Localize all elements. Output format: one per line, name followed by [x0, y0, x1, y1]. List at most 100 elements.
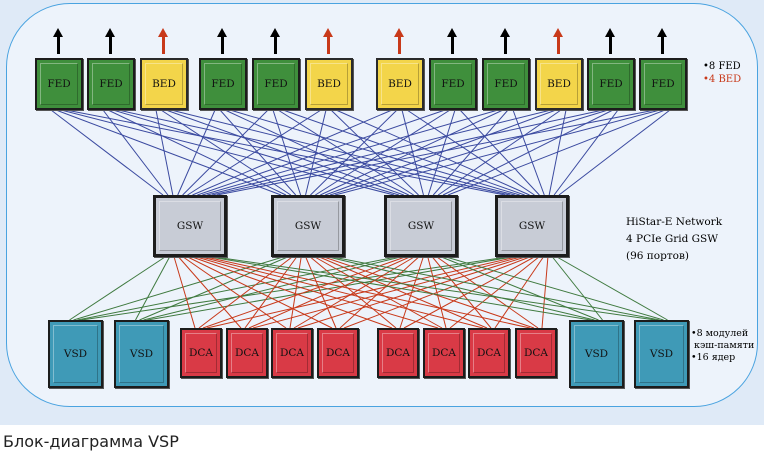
link-top-11-gsw-1 — [334, 109, 661, 196]
link-vsd-11-gsw-1 — [332, 256, 660, 321]
fed-node-label: FED — [47, 78, 71, 90]
gsw-switch-node-label: GSW — [407, 220, 435, 232]
legend-bed-count: •4 BED — [703, 74, 742, 85]
network-switches: 4 PCIe Grid GSW — [626, 233, 719, 245]
link-top-4-gsw-0 — [182, 109, 269, 196]
link-top-10-gsw-1 — [329, 109, 609, 196]
link-top-1-gsw-2 — [112, 109, 400, 196]
link-dca-7-gsw-0 — [196, 256, 439, 329]
gsw-switch-node-label: GSW — [518, 220, 546, 232]
dca-node: DCA — [271, 328, 313, 378]
link-dca-2-gsw-3 — [206, 256, 517, 329]
link-dca-6-gsw-3 — [403, 256, 535, 329]
fed-node-label: FED — [651, 78, 675, 90]
link-dca-9-gsw-1 — [323, 256, 535, 329]
gsw-switch-node: GSW — [495, 195, 569, 257]
dca-node-label: DCA — [385, 347, 411, 359]
link-vsd-0-gsw-1 — [73, 256, 284, 321]
link-dca-2-gsw-2 — [202, 256, 406, 329]
network-ports: (96 портов) — [626, 250, 689, 262]
bed-node-label: BED — [152, 78, 176, 90]
vsd-node-label: VSD — [129, 348, 154, 360]
link-vsd-0-gsw-0 — [69, 256, 166, 321]
bed-uplink-arrow-icon — [394, 28, 404, 58]
link-top-7-gsw-1 — [315, 109, 451, 196]
link-dca-9-gsw-0 — [205, 256, 531, 329]
bed-node-label: BED — [388, 78, 412, 90]
legend-fed-count: •8 FED — [703, 61, 741, 72]
link-vsd-10-gsw-2 — [441, 256, 599, 321]
link-dca-4-gsw-0 — [182, 256, 287, 329]
link-vsd-11-gsw-2 — [445, 256, 664, 321]
link-top-8-gsw-0 — [202, 109, 499, 196]
bottom-legend: •8 модулей кэш-памяти •16 ядер — [691, 328, 754, 364]
vsd-node: VSD — [114, 320, 169, 388]
dca-node-label: DCA — [476, 347, 502, 359]
link-dca-5-gsw-1 — [305, 256, 337, 329]
fed-node: FED — [87, 58, 135, 110]
fed-node-label: FED — [441, 78, 465, 90]
link-top-0-gsw-1 — [55, 109, 282, 196]
dca-node-label: DCA — [523, 347, 549, 359]
link-vsd-10-gsw-1 — [328, 256, 595, 321]
vsd-node-label: VSD — [649, 348, 674, 360]
link-top-3-gsw-0 — [177, 109, 216, 196]
fed-uplink-arrow-icon — [53, 28, 63, 58]
link-top-7-gsw-0 — [197, 109, 446, 196]
fed-node-label: FED — [211, 78, 235, 90]
link-dca-2-gsw-1 — [198, 256, 293, 329]
vsd-node: VSD — [48, 320, 103, 388]
fed-node: FED — [252, 58, 300, 110]
fed-node: FED — [429, 58, 477, 110]
link-top-9-gsw-1 — [325, 109, 557, 196]
dca-node: DCA — [180, 328, 222, 378]
link-top-3-gsw-1 — [219, 109, 297, 196]
link-dca-5-gsw-0 — [187, 256, 333, 329]
link-dca-3-gsw-2 — [248, 256, 410, 329]
link-top-9-gsw-2 — [437, 109, 562, 196]
link-dca-6-gsw-0 — [192, 256, 393, 329]
legend-cores: •16 ядер — [691, 352, 736, 363]
link-top-5-gsw-1 — [305, 109, 327, 196]
fed-uplink-arrow-icon — [605, 28, 615, 58]
fed-uplink-arrow-icon — [217, 28, 227, 58]
bed-node: BED — [305, 58, 353, 110]
vsd-node-label: VSD — [63, 348, 88, 360]
link-dca-7-gsw-3 — [449, 256, 540, 329]
link-dca-8-gsw-0 — [201, 256, 484, 329]
bed-node-label: BED — [547, 78, 571, 90]
link-top-6-gsw-1 — [310, 109, 398, 196]
fed-node: FED — [482, 58, 530, 110]
fed-node-label: FED — [99, 78, 123, 90]
diagram-background: FED FED BED FED FED BED BED FED FED BED FED FED GSW G… — [0, 0, 764, 425]
fed-node-label: FED — [264, 78, 288, 90]
gsw-switch-node: GSW — [384, 195, 458, 257]
link-dca-3-gsw-3 — [252, 256, 521, 329]
diagram-caption: Блок-диаграмма VSP — [3, 432, 179, 451]
link-dca-3-gsw-1 — [244, 256, 298, 329]
fed-node: FED — [35, 58, 83, 110]
legend-cache-modules: •8 модулей — [691, 328, 749, 339]
bed-node: BED — [535, 58, 583, 110]
link-dca-7-gsw-2 — [427, 256, 447, 329]
fed-node-label: FED — [599, 78, 623, 90]
link-vsd-1-gsw-0 — [135, 256, 170, 321]
link-top-11-gsw-2 — [447, 109, 666, 196]
gsw-switch-node: GSW — [153, 195, 227, 257]
link-vsd-1-gsw-3 — [147, 256, 512, 321]
fed-node: FED — [199, 58, 247, 110]
legend-cache-modules-cont: кэш-памяти — [691, 340, 755, 351]
dca-node: DCA — [468, 328, 510, 378]
link-top-5-gsw-3 — [335, 109, 530, 196]
bed-node: BED — [376, 58, 424, 110]
fed-node-label: FED — [494, 78, 518, 90]
bed-uplink-arrow-icon — [158, 28, 168, 58]
vsd-node: VSD — [634, 320, 689, 388]
link-top-1-gsw-0 — [102, 109, 169, 196]
link-top-11-gsw-0 — [216, 109, 656, 196]
top-legend: •8 FED •4 BED — [703, 60, 741, 86]
link-top-5-gsw-2 — [330, 109, 419, 196]
gsw-switch-node-label: GSW — [176, 220, 204, 232]
link-vsd-11-gsw-0 — [214, 256, 656, 321]
link-dca-8-gsw-1 — [319, 256, 488, 329]
